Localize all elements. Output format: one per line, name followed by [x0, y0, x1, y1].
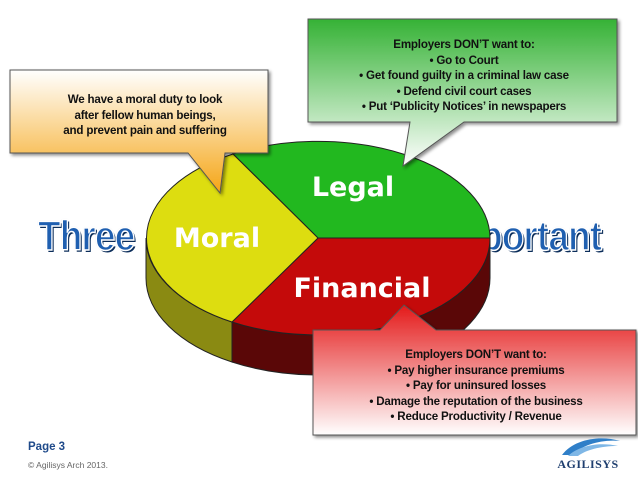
- pie-slice-legal: [232, 140, 491, 239]
- callout-moral-box: [9, 69, 269, 195]
- slice-label-financial: Financial: [293, 273, 430, 304]
- slide-title-left-fragment: Three: [37, 211, 135, 260]
- logo-swoosh-icon: [562, 438, 620, 456]
- callout-moral-line: We have a moral duty to look: [67, 93, 223, 106]
- slice-label-legal: Legal: [312, 172, 394, 203]
- callout-financial-text: Employers DON’T want to: • Pay higher in…: [326, 347, 626, 425]
- agilisys-logo: AGILISYS: [548, 435, 628, 473]
- callout-financial-bullet: • Reduce Productivity / Revenue: [390, 410, 562, 423]
- copyright-notice: © Agilisys Arch 2013.: [28, 460, 108, 470]
- callout-moral-line: and prevent pain and suffering: [63, 124, 227, 137]
- logo-wordmark: AGILISYS: [557, 457, 619, 471]
- callout-legal-text: Employers DON’T want to: • Go to Court •…: [318, 37, 610, 115]
- callout-financial-heading: Employers DON’T want to:: [405, 348, 547, 361]
- callout-financial-bullet: • Pay for uninsured losses: [406, 379, 546, 392]
- callout-legal-box: [307, 18, 618, 168]
- pie-slice-moral: [146, 153, 319, 323]
- callout-financial-box: [312, 304, 637, 436]
- callout-financial-bullet: • Damage the reputation of the business: [369, 394, 583, 408]
- callout-moral-line: after fellow human beings,: [74, 108, 216, 122]
- callout-financial-bullet: • Pay higher insurance premiums: [387, 363, 565, 377]
- callout-legal-bullet: • Put ‘Publicity Notices’ in newspapers: [361, 100, 567, 113]
- callout-legal-bullet: • Defend civil court cases: [396, 84, 532, 98]
- slice-label-moral: Moral: [174, 223, 260, 254]
- callout-legal-heading: Employers DON’T want to:: [393, 38, 535, 51]
- callout-legal-bullet: • Go to Court: [429, 53, 499, 67]
- callout-moral-text: We have a moral duty to look after fello…: [40, 92, 250, 139]
- callout-legal-bullet: • Get found guilty in a criminal law cas…: [359, 69, 569, 82]
- slide-title-right-fragment: portant: [479, 211, 602, 260]
- page-number: Page 3: [28, 441, 66, 453]
